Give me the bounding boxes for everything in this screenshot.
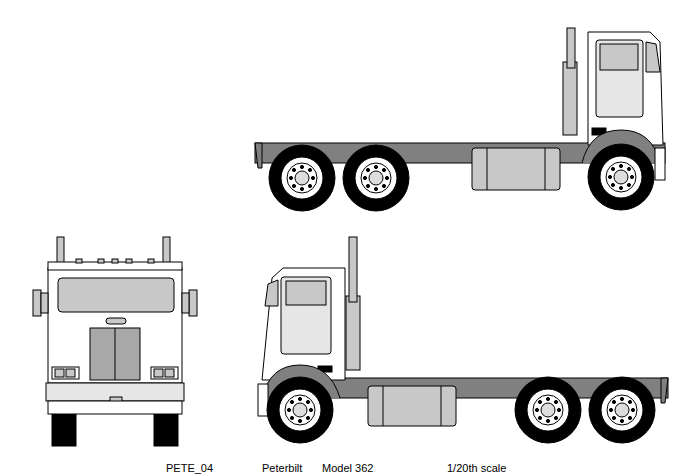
caption-label: Model 362 (322, 462, 373, 475)
side-view-right (255, 28, 665, 211)
caption-label: PETE_04 (166, 462, 213, 475)
caption-label: 1/20th scale (447, 462, 506, 475)
side-view-left (258, 237, 668, 443)
front-view (33, 237, 197, 446)
caption-label: Peterbilt (262, 462, 302, 475)
